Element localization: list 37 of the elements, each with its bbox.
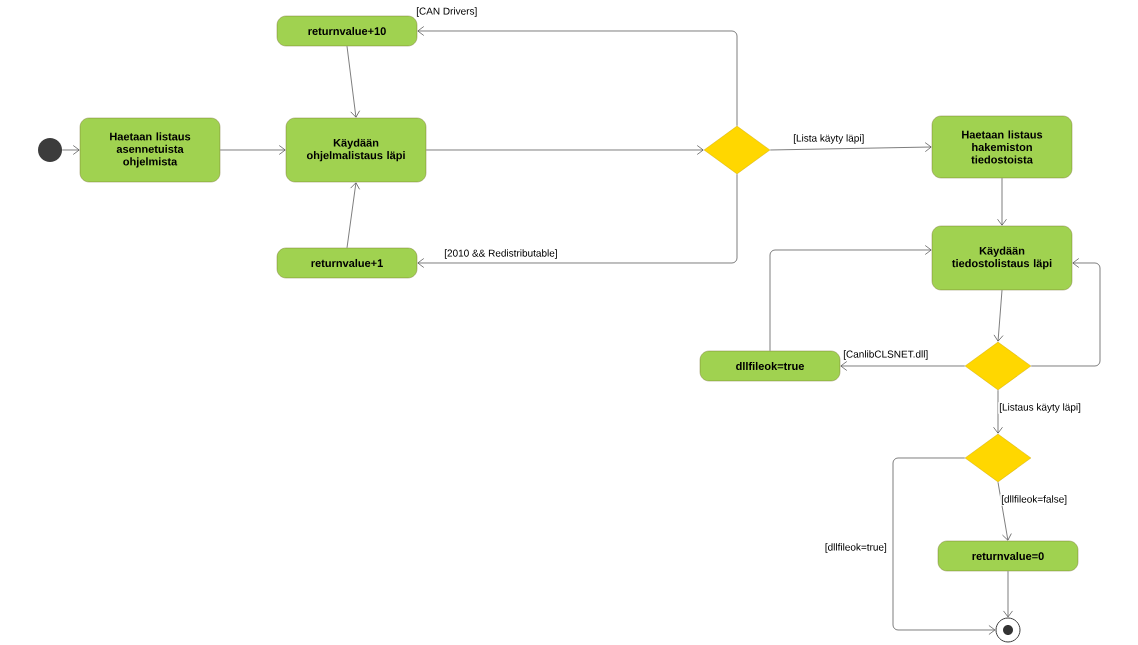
arrow bbox=[892, 457, 996, 635]
arrow bbox=[769, 245, 932, 352]
decision-diamond bbox=[964, 341, 1032, 391]
edge-label: [dllfileok=true] bbox=[823, 542, 888, 554]
start-dot bbox=[38, 138, 62, 162]
action-box: Käydään tiedostolistaus läpi bbox=[931, 225, 1073, 291]
arrow bbox=[219, 145, 286, 155]
edge-label: [2010 && Redistributable] bbox=[443, 248, 559, 260]
arrow bbox=[769, 142, 932, 152]
action-box: Haetaan listaus hakemiston tiedostoista bbox=[931, 115, 1073, 179]
arrow bbox=[1030, 258, 1101, 367]
arrow bbox=[997, 481, 1012, 541]
action-box: Käydään ohjelmalistaus läpi bbox=[285, 117, 427, 183]
action-box: returnvalue+1 bbox=[276, 247, 418, 279]
action-box: dllfileok=true bbox=[699, 350, 841, 382]
edge-label: [CAN Drivers] bbox=[415, 6, 479, 18]
arrow bbox=[425, 145, 704, 155]
arrow bbox=[417, 26, 738, 127]
arrow bbox=[346, 45, 360, 118]
arrow bbox=[346, 182, 360, 249]
edge-label: [dllfileok=false] bbox=[1000, 494, 1069, 506]
decision-diamond bbox=[964, 433, 1032, 483]
arrow bbox=[417, 173, 738, 268]
edge-label: [Listaus käyty läpi] bbox=[998, 402, 1082, 414]
action-box: Haetaan listaus asennetuista ohjelmista bbox=[79, 117, 221, 183]
arrow bbox=[993, 389, 1003, 434]
arrow bbox=[997, 177, 1007, 226]
edge-label: [Lista käyty läpi] bbox=[792, 133, 866, 145]
arrow bbox=[993, 289, 1004, 342]
edge-label: [CanlibCLSNET.dll] bbox=[842, 349, 930, 361]
end-node bbox=[995, 617, 1021, 643]
action-box: returnvalue=0 bbox=[937, 540, 1079, 572]
decision-diamond bbox=[703, 125, 771, 175]
arrow bbox=[1003, 570, 1013, 618]
arrow bbox=[840, 361, 966, 371]
action-box: returnvalue+10 bbox=[276, 15, 418, 47]
arrow bbox=[61, 145, 80, 155]
